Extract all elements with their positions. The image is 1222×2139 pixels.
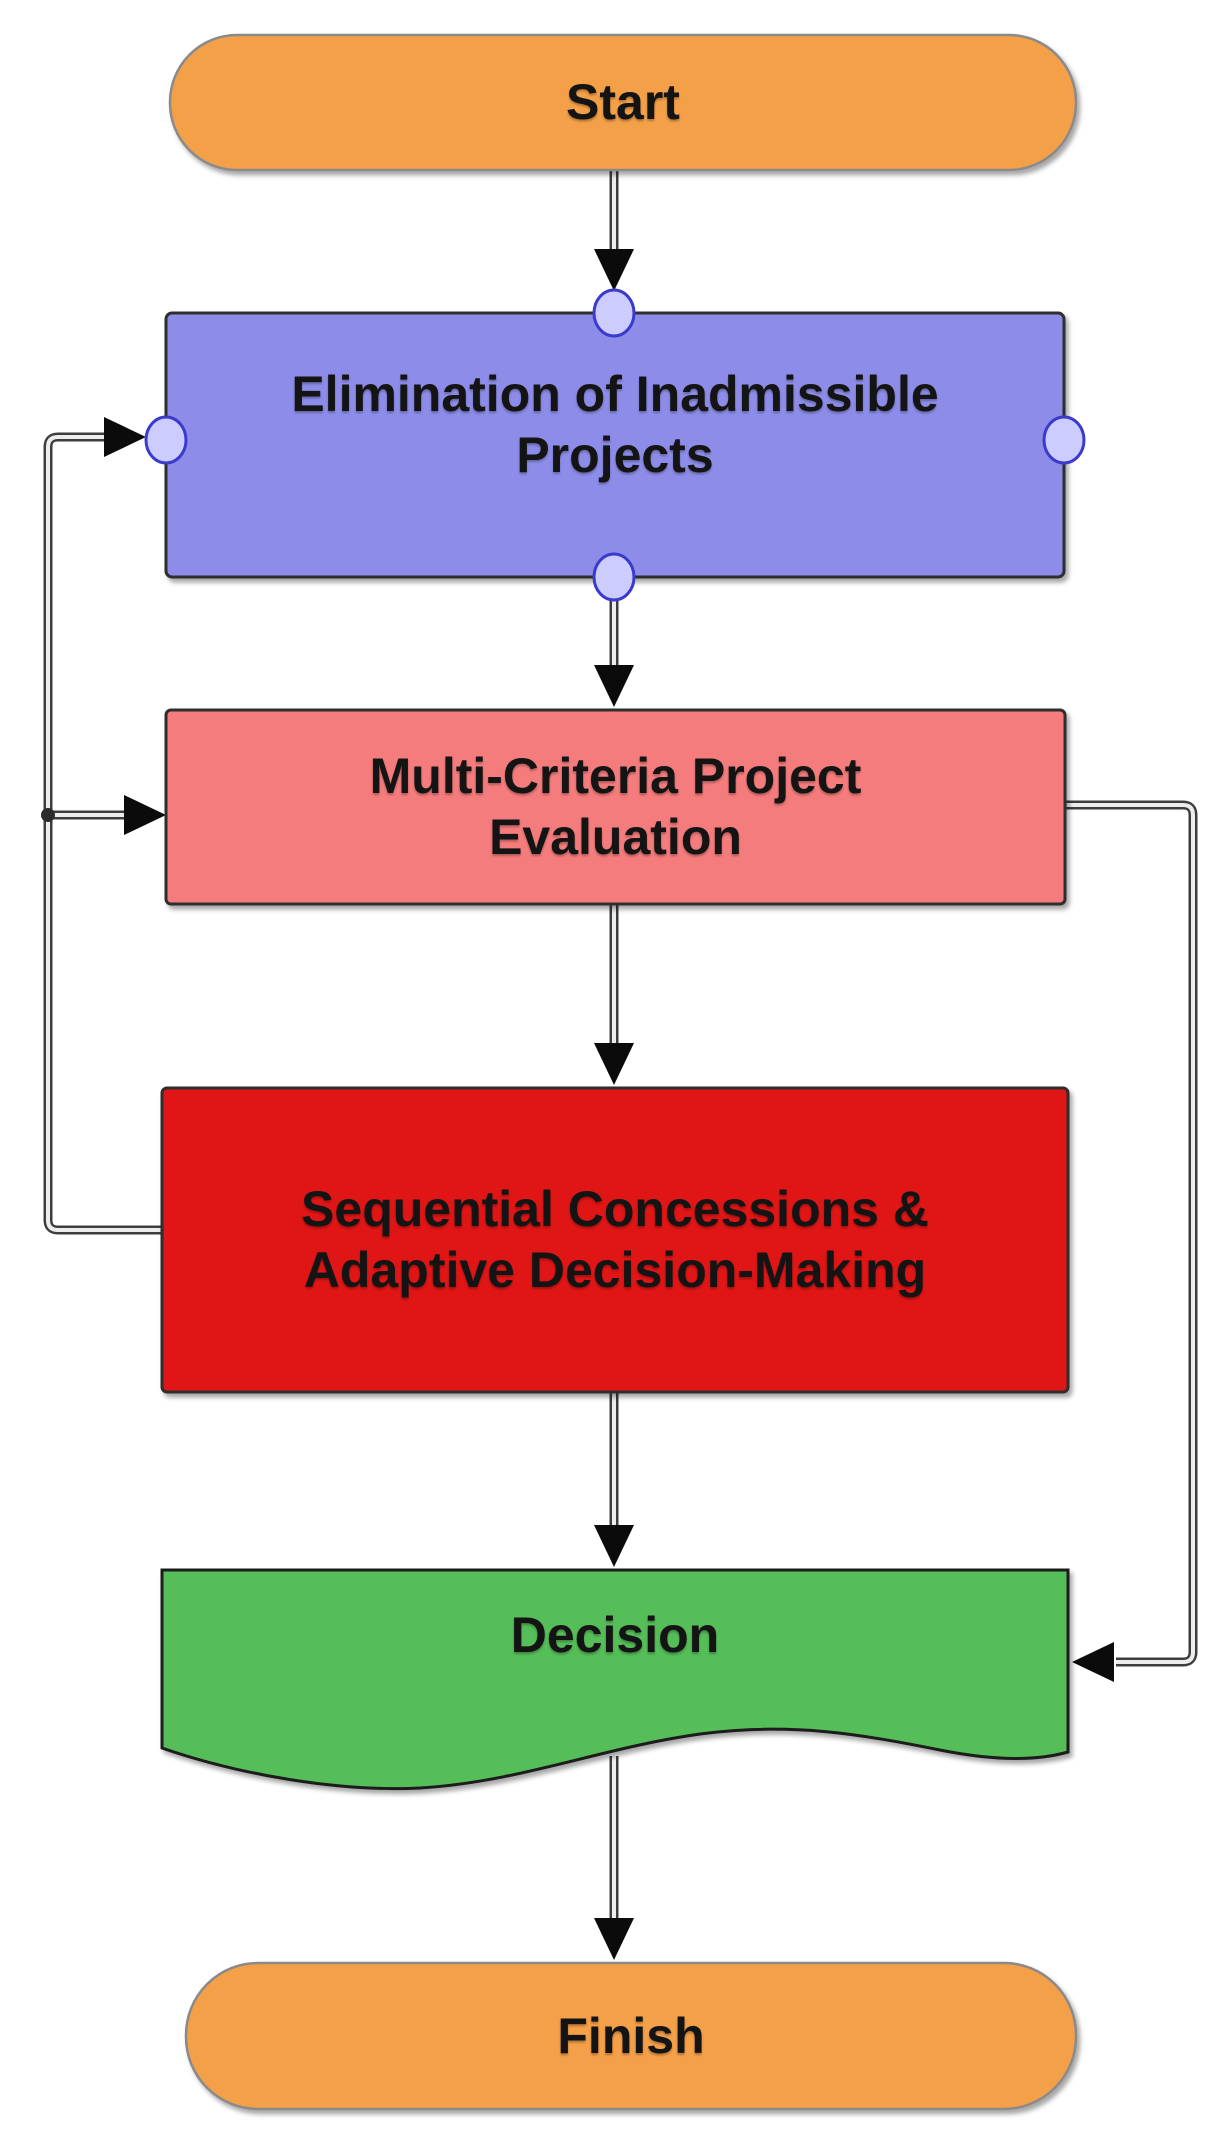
- arrowhead-right-icon: [104, 417, 146, 457]
- concessions-node[interactable]: [160, 1086, 1070, 1394]
- start-node[interactable]: [168, 33, 1078, 172]
- connection-point-bottom[interactable]: [592, 552, 636, 602]
- arrowhead-down-icon: [594, 1525, 634, 1567]
- edge-elimination-to-evaluation[interactable]: [594, 599, 634, 707]
- edge-start-to-elimination[interactable]: [594, 170, 634, 291]
- connection-point-left[interactable]: [144, 415, 188, 465]
- arrowhead-down-icon: [594, 665, 634, 707]
- arrowhead-right-icon: [124, 795, 166, 835]
- edge-decision-to-finish[interactable]: [594, 1756, 634, 1960]
- arrowhead-down-icon: [594, 249, 634, 291]
- edge-concessions-to-elimination-feedback[interactable]: [43, 417, 162, 1235]
- arrowhead-down-icon: [594, 1918, 634, 1960]
- edge-evaluation-to-decision-feedback[interactable]: [1065, 800, 1198, 1682]
- evaluation-node[interactable]: [164, 708, 1067, 906]
- connection-point-right[interactable]: [1042, 415, 1086, 465]
- connection-point-top[interactable]: [592, 288, 636, 338]
- edge-junction-dot: [41, 808, 55, 822]
- finish-node[interactable]: [184, 1961, 1078, 2111]
- decision-node[interactable]: [160, 1568, 1070, 1791]
- arrowhead-down-icon: [594, 1043, 634, 1085]
- elimination-node[interactable]: [164, 311, 1066, 579]
- edge-evaluation-to-concessions[interactable]: [594, 904, 634, 1085]
- edge-concessions-to-decision[interactable]: [594, 1392, 634, 1567]
- arrowhead-left-icon: [1072, 1642, 1114, 1682]
- edge-concessions-to-evaluation-feedback[interactable]: [41, 795, 166, 835]
